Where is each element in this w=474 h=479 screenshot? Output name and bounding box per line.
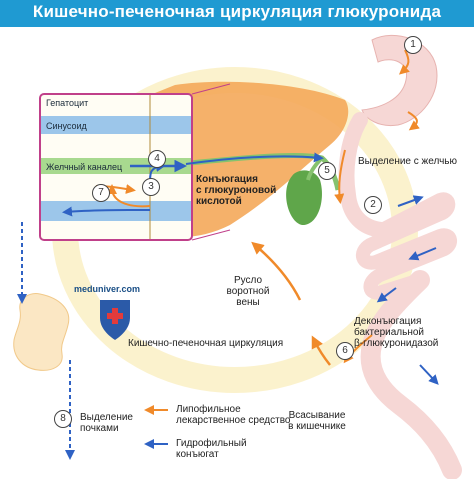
cycle-label: Кишечно-печеночная циркуляция	[128, 338, 284, 349]
inset-sinusoid-label: Синусоид	[46, 121, 87, 131]
step-8-marker: 8	[54, 410, 72, 428]
site-watermark: meduniver.com	[74, 284, 141, 294]
absorption-label: Всасывание в кишечнике	[288, 410, 346, 432]
stomach-shape	[361, 34, 438, 127]
conjugation-label: Конъюгация с глюкуроновой кислотой	[196, 174, 277, 207]
step-2-marker: 2	[364, 196, 382, 214]
step-5-marker: 5	[318, 162, 336, 180]
arrow-intestine-1	[397, 195, 424, 207]
inset-hepatocyte-label: Гепатоцит	[46, 98, 89, 108]
step-1-marker: 1	[404, 36, 422, 54]
arrow-absorption	[311, 335, 331, 366]
arrow-intestine-3	[376, 287, 397, 303]
step-4-marker: 4	[148, 150, 166, 168]
legend-hydrophilic-label: Гидрофильный конъюгат	[176, 438, 247, 460]
gallbladder-shape	[286, 170, 322, 226]
arrow-stomach-exit	[407, 111, 420, 131]
title-bar	[0, 0, 474, 27]
diagram-title: Кишечно-печеночная циркуляция глюкуронид…	[32, 2, 442, 21]
arrow-portal-vein	[251, 241, 302, 301]
legend-lipophilic-label: Липофильное лекарственное средство	[176, 404, 291, 426]
magnifier-line-top	[191, 83, 231, 95]
arrow-intestine-2	[408, 247, 437, 261]
intestine-lower	[360, 270, 462, 479]
renal-label: Выделение почками	[80, 412, 133, 434]
intestine-upper	[338, 112, 390, 238]
arrow-stomach	[398, 49, 410, 75]
inset-canaliculus-label: Желчный каналец	[46, 162, 123, 172]
arrow-intestine-4	[419, 364, 439, 385]
intestine-loops	[355, 192, 457, 300]
step-6-marker: 6	[336, 342, 354, 360]
arrow-intestine-descent	[334, 149, 346, 204]
portal-vein-label: Русло воротной вены	[226, 275, 270, 308]
magnifier-line-bottom	[191, 229, 231, 241]
step-3-marker: 3	[142, 178, 160, 196]
kidney-shape	[13, 293, 70, 371]
bile-excretion-label: Выделение с желчью	[358, 156, 457, 167]
arrow-sinusoid-blue	[62, 206, 151, 217]
arrow-sinusoid-in	[107, 184, 151, 208]
step-7-marker: 7	[92, 184, 110, 202]
sinusoid-top-band	[41, 116, 191, 134]
arrow-bile-out	[185, 152, 324, 165]
logo-cross	[107, 308, 123, 324]
diagram-canvas	[13, 34, 462, 479]
deconjugation-label: Деконъюгация бактериальной β-глюкуронида…	[354, 316, 439, 349]
